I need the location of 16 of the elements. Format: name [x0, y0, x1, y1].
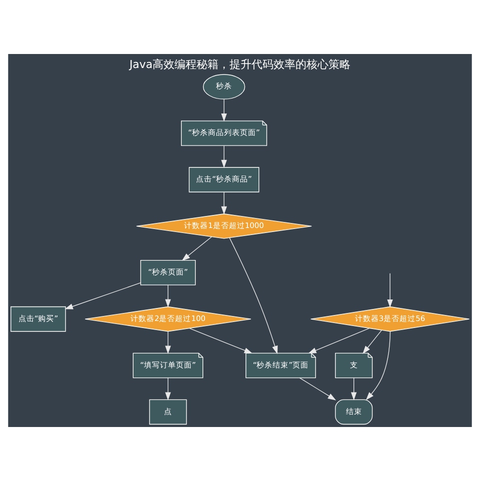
arrow	[165, 330, 171, 354]
arrow	[182, 236, 212, 260]
arrow	[64, 282, 141, 309]
arrow	[165, 377, 171, 400]
arrow	[362, 329, 382, 354]
diagram-title: Java高效编程秘籍，提升代码效率的核心策略	[129, 58, 351, 71]
arrow	[188, 327, 252, 354]
arrow	[308, 327, 370, 354]
arrow	[221, 144, 227, 168]
arrow	[299, 377, 336, 400]
arrow	[229, 236, 278, 354]
arrow	[221, 98, 227, 122]
arrow	[387, 272, 393, 308]
arrow	[350, 377, 357, 400]
arrow	[165, 284, 171, 307]
arrow	[221, 191, 227, 214]
